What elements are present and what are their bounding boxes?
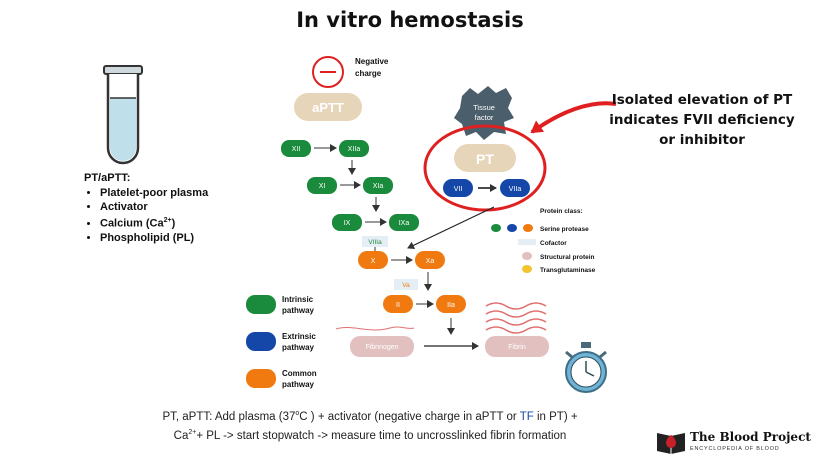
factor-xiia-label: XIIa xyxy=(348,146,361,153)
legend-structural-protein: Structural protein xyxy=(540,254,595,261)
pt-label: PT xyxy=(476,151,494,167)
blood-project-logo-icon xyxy=(657,433,685,454)
component-platelet-poor-plasma: Platelet-poor plasma xyxy=(100,186,220,200)
factor-ii xyxy=(383,295,413,313)
factor-ix xyxy=(332,214,362,231)
negative-charge-icon xyxy=(312,56,344,88)
cofactor-va-label: Va xyxy=(402,282,410,289)
factor-xiia xyxy=(339,140,369,157)
legend-dot-structural xyxy=(522,252,532,260)
pathway-legend-intrinsic-line1: Intrinsic xyxy=(282,295,314,304)
factor-ix-label: IX xyxy=(344,220,351,227)
footer-tf: TF xyxy=(519,410,534,423)
brand-name: The Blood Project xyxy=(690,430,811,444)
pathway-legend-extrinsic-swatch xyxy=(246,332,276,351)
callout-text: Isolated elevation of PT indicates FVII … xyxy=(609,92,795,148)
fibrinogen-label: Fibrinogen xyxy=(365,344,398,351)
pathway-legend-extrinsic-line1: Extrinsic xyxy=(282,332,316,341)
aptt-label: aPTT xyxy=(312,100,344,115)
component-calcium: Calcium (Ca2+) xyxy=(100,214,220,231)
stopwatch-icon xyxy=(565,342,607,393)
factor-iia xyxy=(436,295,466,313)
tissue-factor-label-line2: factor xyxy=(475,113,494,122)
test-tube-icon xyxy=(103,65,143,165)
factor-vii xyxy=(443,179,473,197)
pathway-legend-extrinsic-line2: pathway xyxy=(282,343,315,352)
factor-xa xyxy=(415,251,445,269)
footer-ca-sup: 2+ xyxy=(188,428,197,436)
cofactor-va xyxy=(394,279,418,290)
callout-arrow xyxy=(530,101,617,134)
footer-line2-a: Ca xyxy=(173,429,189,442)
legend-dot-orange xyxy=(523,224,533,232)
footer-line1-b: C ) + activator (negative charge in aPTT… xyxy=(299,410,520,423)
footer-line1-c: in PT) + xyxy=(533,410,578,423)
cofactor-viiia xyxy=(362,236,388,247)
footer-instructions: PT, aPTT: Add plasma (37oC ) + activator… xyxy=(80,406,660,444)
protein-class-heading: Protein class: xyxy=(540,208,583,215)
fibrin-label: Fibrin xyxy=(508,344,526,351)
pt-aptt-heading: PT/aPTT: xyxy=(84,172,131,184)
fibrin-pill xyxy=(485,336,549,357)
factor-xia-label: XIa xyxy=(373,183,384,190)
factor-viia xyxy=(500,179,530,197)
footer-degree-sup: o xyxy=(295,410,300,417)
arrow-viia-x xyxy=(407,206,495,250)
pathway-legend-intrinsic-line2: pathway xyxy=(282,306,315,315)
pathway-legend-intrinsic-swatch xyxy=(246,295,276,314)
factor-ii-label: II xyxy=(396,302,400,309)
tissue-factor-label-line1: Tissue xyxy=(473,103,495,112)
factor-iia-label: IIa xyxy=(447,302,455,309)
factor-xia xyxy=(363,177,393,194)
legend-cofactor: Cofactor xyxy=(540,240,567,247)
pathway-legend-common-line1: Common xyxy=(282,369,317,378)
factor-xii xyxy=(281,140,311,157)
cofactor-viiia-label: VIIIa xyxy=(368,239,382,246)
legend-transglutaminase: Transglutaminase xyxy=(540,267,596,274)
footer-line1-a: PT, aPTT: Add plasma (37 xyxy=(162,410,296,423)
factor-x-label: X xyxy=(371,258,376,265)
pathway-legend-common-swatch xyxy=(246,369,276,388)
legend-swatch-cofactor xyxy=(518,239,536,245)
component-activator: Activator xyxy=(100,200,220,214)
factor-xa-label: Xa xyxy=(426,258,435,265)
pt-aptt-components: Platelet-poor plasma Activator Calcium (… xyxy=(84,186,220,245)
aptt-pill xyxy=(294,93,362,121)
factor-vii-label: VII xyxy=(454,186,463,193)
factor-ixa-label: IXa xyxy=(399,220,410,227)
fibrinogen-strand-icon xyxy=(335,326,415,331)
factor-xii-label: XII xyxy=(292,146,301,153)
footer-line2-b: + PL -> start stopwatch -> measure time … xyxy=(196,429,567,442)
factor-viia-label: VIIa xyxy=(509,186,522,193)
negative-charge-label-line2: charge xyxy=(355,69,382,78)
negative-charge-label-line1: Negative xyxy=(355,57,389,66)
legend-dot-blue xyxy=(507,224,517,232)
pathway-legend-common-line2: pathway xyxy=(282,380,315,389)
legend-serine-protease: Serine protease xyxy=(540,226,589,233)
component-phospholipid: Phospholipid (PL) xyxy=(100,231,220,245)
factor-x xyxy=(358,251,388,269)
legend-dot-green xyxy=(491,224,501,232)
legend-dot-transglutaminase xyxy=(522,265,532,273)
callout-ring xyxy=(423,124,547,212)
fibrin-strands-icon xyxy=(485,302,547,334)
pt-pill xyxy=(454,144,516,172)
page-title: In vitro hemostasis xyxy=(296,8,524,32)
brand-subtitle: ENCYCLOPEDIA OF BLOOD xyxy=(690,446,780,452)
factor-xi-label: XI xyxy=(319,183,326,190)
fibrinogen-pill xyxy=(350,336,414,357)
factor-ixa xyxy=(389,214,419,231)
factor-xi xyxy=(307,177,337,194)
